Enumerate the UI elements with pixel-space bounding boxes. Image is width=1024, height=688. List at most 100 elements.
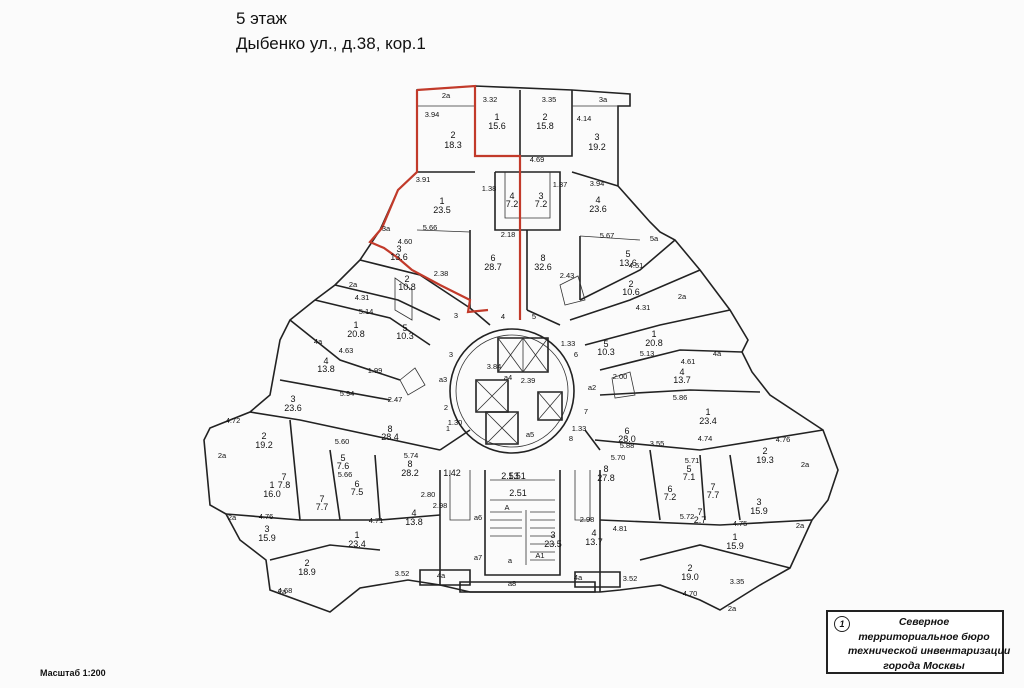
room-label: 2 xyxy=(304,558,309,568)
dimension-label: 1.99 xyxy=(368,366,383,375)
space-letter-label: a8 xyxy=(508,579,516,588)
room-label: 3 xyxy=(264,524,269,534)
room-label: 7.2 xyxy=(664,492,677,502)
space-letter-label: 4a xyxy=(574,573,583,582)
address-title: Дыбенко ул., д.38, кор.1 xyxy=(236,34,426,53)
room-label: 10.8 xyxy=(398,282,416,292)
stamp-line: территориальное бюро xyxy=(858,630,990,643)
room-label: 1 xyxy=(353,320,358,330)
room-label: 2.7 xyxy=(694,515,707,525)
dimension-label: 2.43 xyxy=(560,271,575,280)
west-wing-walls xyxy=(225,259,471,561)
room-label: 2 xyxy=(450,130,455,140)
space-letter-label: 2a xyxy=(678,292,687,301)
room-label: 2 xyxy=(404,274,409,284)
room-label: 1 xyxy=(354,530,359,540)
room-label: 10.3 xyxy=(396,331,414,341)
room-label: 7 xyxy=(281,472,286,482)
room-label: 7.8 xyxy=(278,480,291,490)
room-label: 23.5 xyxy=(544,539,562,549)
room-label: 2 xyxy=(261,431,266,441)
room-label: 15.8 xyxy=(536,121,554,131)
space-letter-label: A xyxy=(504,503,509,512)
dimension-label: 4.76 xyxy=(776,435,791,444)
room-label: 7.7 xyxy=(316,502,329,512)
room-label: 13.8 xyxy=(405,517,423,527)
space-letter-label: a4 xyxy=(504,373,512,382)
room-label: 7.6 xyxy=(337,461,350,471)
room-label: 5 xyxy=(603,339,608,349)
room-label: 23.5 xyxy=(433,205,451,215)
space-letter-label: 2a xyxy=(228,513,237,522)
room-label: 23.4 xyxy=(699,416,717,426)
room-label: 1 xyxy=(494,112,499,122)
room-label: 3 xyxy=(396,244,401,254)
dimension-label: 2.18 xyxy=(501,230,516,239)
room-label: 7.7 xyxy=(707,490,720,500)
dimension-label: 4.72 xyxy=(226,416,241,425)
room-label: 1 xyxy=(651,329,656,339)
room-label: 23.6 xyxy=(284,403,302,413)
room-label: 15.6 xyxy=(488,121,506,131)
dimension-label: 5.71 xyxy=(685,456,700,465)
room-label: 5 xyxy=(340,453,345,463)
space-letter-label: a7 xyxy=(474,553,482,562)
space-letter-label: 2a xyxy=(801,460,810,469)
room-label: 19.2 xyxy=(588,142,606,152)
space-letter-label: 3a xyxy=(382,224,391,233)
dimension-label: 4.68 xyxy=(278,586,293,595)
lift-hall xyxy=(439,307,601,454)
room-label: 3 xyxy=(290,394,295,404)
dimension-label: 3.94 xyxy=(425,110,440,119)
space-letter-label: 1 xyxy=(446,424,450,433)
dimension-label: 4.31 xyxy=(636,303,651,312)
room-label: 19.3 xyxy=(756,455,774,465)
space-letter-label: 1.30 xyxy=(448,418,463,427)
room-label: 27.8 xyxy=(597,473,615,483)
dimension-label: 3.55 xyxy=(650,439,665,448)
room-label: 5 xyxy=(402,323,407,333)
space-letter-label: 4a xyxy=(713,349,722,358)
space-letter-label: 2 xyxy=(444,403,448,412)
room-label: 2 xyxy=(762,446,767,456)
room-label: 6 xyxy=(354,479,359,489)
room-label: 16.0 xyxy=(263,489,281,499)
dimension-label: 5.94 xyxy=(340,389,355,398)
dimension-label: 4.75 xyxy=(733,519,748,528)
room-label: 3 xyxy=(756,497,761,507)
room-label: 7.2 xyxy=(535,199,548,209)
space-letter-label: 4a xyxy=(437,571,446,580)
dimension-label: 4.60 xyxy=(398,237,413,246)
room-label: 10.6 xyxy=(622,287,640,297)
room-label: 20.8 xyxy=(347,329,365,339)
room-label: 4 xyxy=(679,367,684,377)
room-label: 6 xyxy=(667,484,672,494)
dimension-label: 5.67 xyxy=(600,231,615,240)
bti-stamp: 1 Северное территориальное бюро техничес… xyxy=(826,610,1011,674)
room-labels: 115.6215.8218.3319.2123.5423.647.237.262… xyxy=(255,112,774,582)
space-letter-label: a xyxy=(508,556,513,565)
room-label: 4 xyxy=(509,191,514,201)
dimension-label: 4.69 xyxy=(530,155,545,164)
room-label: 4 xyxy=(323,356,328,366)
room-label: 1 xyxy=(705,407,710,417)
dimension-label: 5.74 xyxy=(404,451,419,460)
space-letter-label: A1 xyxy=(535,551,544,560)
room-label: 1 xyxy=(732,532,737,542)
room-label: 8 xyxy=(603,464,608,474)
room-label: 7.2 xyxy=(506,199,519,209)
dimension-label: 1.38 xyxy=(482,184,497,193)
room-label: 2 xyxy=(628,279,633,289)
room-label: 1.42 xyxy=(443,468,461,478)
dimension-label: 4.61 xyxy=(681,357,696,366)
dimension-label: 3.32 xyxy=(483,95,498,104)
dimension-label: 5.66 xyxy=(423,223,438,232)
dimension-label: 5.86 xyxy=(673,393,688,402)
dimension-label: 4.81 xyxy=(613,524,628,533)
stamp-line: технической инвентаризации xyxy=(848,645,1011,657)
dimension-label: 2.80 xyxy=(421,490,436,499)
room-label: 23.6 xyxy=(589,204,607,214)
room-label: 3 xyxy=(594,132,599,142)
